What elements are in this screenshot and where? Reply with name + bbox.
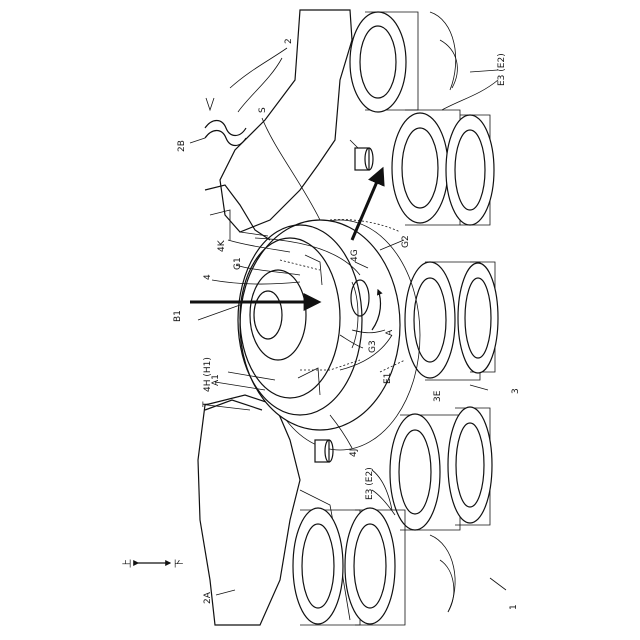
direction-up-label: 上 xyxy=(122,559,133,568)
housing-lower-section xyxy=(198,395,300,625)
label-a1: A1 xyxy=(211,374,221,386)
label-4g: 4G xyxy=(350,249,360,262)
label-g3: G3 xyxy=(368,340,378,353)
label-b1: B1 xyxy=(173,310,183,322)
label-e3e2-bottom: E3 (E2) xyxy=(365,467,375,500)
label-g2: G2 xyxy=(401,235,411,248)
cylinder-group-middle xyxy=(405,262,498,380)
label-1: 1 xyxy=(509,604,519,610)
label-g1: G1 xyxy=(233,257,243,270)
direction-indicator: 上 下 xyxy=(122,559,185,568)
label-4j: 4J xyxy=(349,449,359,457)
label-s: S xyxy=(258,107,268,113)
label-2b: 2B xyxy=(177,140,187,152)
label-e3e2-top: E3 (E2) xyxy=(497,53,507,86)
label-t: T xyxy=(202,401,212,408)
label-a: A xyxy=(385,329,395,336)
label-2: 2 xyxy=(284,38,294,44)
label-2a: 2A xyxy=(203,591,213,604)
label-e1: E1 xyxy=(383,373,393,384)
seal-packing xyxy=(205,98,246,146)
direction-down-label: 下 xyxy=(175,559,185,568)
label-3: 3 xyxy=(511,388,521,394)
label-3e: 3E xyxy=(433,390,443,402)
label-4: 4 xyxy=(203,274,213,280)
label-4k: 4K xyxy=(217,239,227,252)
